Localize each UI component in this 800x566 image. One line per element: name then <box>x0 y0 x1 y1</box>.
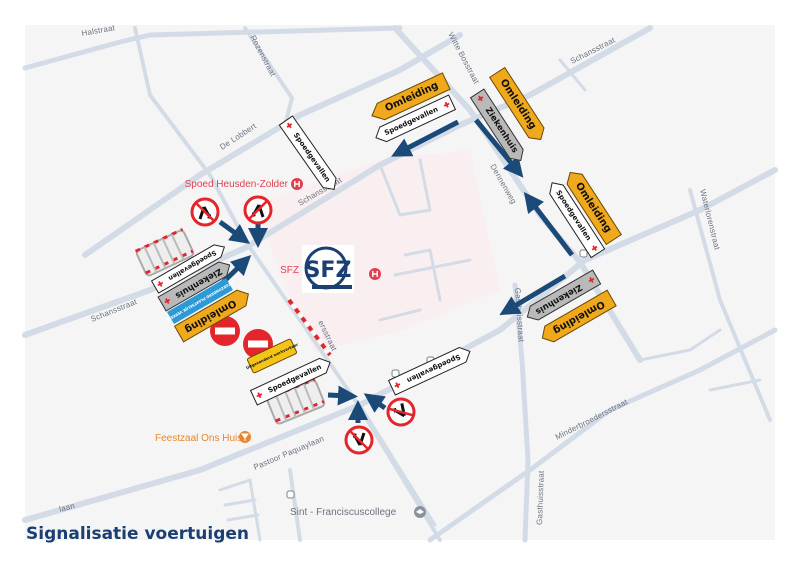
school-icon[interactable] <box>414 506 426 518</box>
street-label-gasthuisstraat-bottom: Gasthuisstraat <box>535 470 546 525</box>
detour-arrow-icon <box>327 385 358 406</box>
detour-arrow-icon <box>363 393 387 413</box>
hospital-icon[interactable] <box>368 267 382 281</box>
poi-label-spoed[interactable]: Spoed Heusden-Zolder <box>185 179 289 190</box>
sfz-logo: SFZ <box>302 245 354 293</box>
detour-arrow-icon <box>391 119 460 157</box>
no-turn-sign-icon <box>344 425 374 455</box>
detour-arrow-icon <box>218 219 251 244</box>
poi-label-feestzaal[interactable]: Feestzaal Ons Huis <box>155 433 242 444</box>
hospital-area <box>255 150 500 352</box>
detour-arrow-icon <box>523 192 574 257</box>
page-title: Signalisatie voertuigen <box>26 524 249 544</box>
detour-arrows <box>213 118 574 423</box>
bus-stop-icon[interactable] <box>579 249 588 258</box>
road-closure-line <box>287 298 332 357</box>
detour-arrow-icon <box>499 273 567 316</box>
street-label-paquaylaan-left: laan <box>58 501 76 514</box>
no-left-turn-sign-icon <box>190 197 220 227</box>
no-right-turn-sign-icon <box>243 195 273 225</box>
poi-label-sfz[interactable]: SFZ <box>280 265 299 276</box>
hospital-icon[interactable] <box>290 177 304 191</box>
poi-label-college[interactable]: Sint - Franciscuscollege <box>290 507 397 518</box>
bus-stop-icon[interactable] <box>286 490 295 499</box>
detour-arrow-icon <box>474 118 524 178</box>
svg-text:SFZ: SFZ <box>305 258 352 283</box>
bar-icon[interactable] <box>239 431 251 443</box>
